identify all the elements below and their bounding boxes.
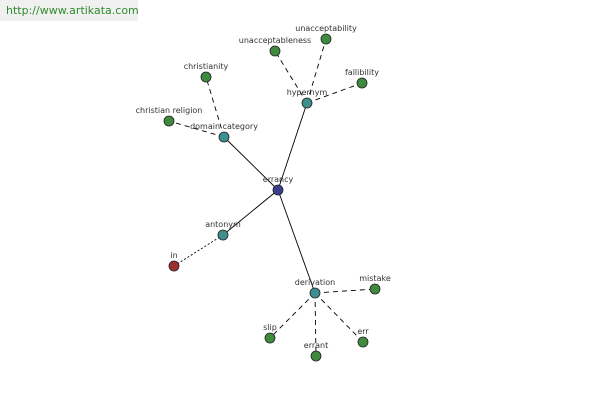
relation-antonym-node[interactable] — [217, 229, 229, 241]
edge-derivation-slip — [269, 292, 316, 339]
edge-center-domain — [223, 136, 279, 191]
word-fallibility-label: fallibility — [345, 68, 379, 77]
word-errant-node[interactable] — [310, 350, 322, 362]
relation-antonym-label: antonym — [205, 220, 241, 229]
word-unacceptableness-label: unacceptableness — [239, 36, 311, 45]
edge-center-antonym — [222, 189, 279, 236]
word-christian-religion-node[interactable] — [163, 115, 175, 127]
graph-edges — [168, 38, 376, 357]
relation-derivation-node[interactable] — [309, 287, 321, 299]
word-err-node[interactable] — [357, 336, 369, 348]
relation-domain-category-node[interactable] — [218, 131, 230, 143]
edge-antonym-in — [173, 234, 224, 267]
edge-center-derivation — [277, 189, 316, 294]
center-errancy-label: errancy — [263, 175, 294, 184]
edge-derivation-err — [314, 292, 364, 343]
relation-domain-category-label: domain category — [190, 122, 258, 131]
graph-nodes: unacceptableness unacceptability fallibili… — [136, 24, 391, 362]
watermark-url: http://www.artikata.com — [0, 0, 139, 21]
edge-domain-christian-religion — [168, 120, 225, 138]
edge-hypernym-unacceptability — [306, 38, 327, 104]
word-mistake-node[interactable] — [369, 283, 381, 295]
word-christianity-node[interactable] — [200, 71, 212, 83]
edge-center-hypernym — [277, 102, 308, 191]
word-in-label: in — [170, 251, 177, 260]
edge-derivation-errant — [314, 292, 317, 357]
word-unacceptability-label: unacceptability — [295, 24, 357, 33]
word-slip-label: slip — [263, 323, 277, 332]
relation-derivation-label: derivation — [295, 278, 335, 287]
word-unacceptability-node[interactable] — [320, 33, 332, 45]
edge-hypernym-unacceptableness — [274, 50, 308, 104]
word-errant-label: errant — [304, 341, 328, 350]
edge-hypernym-fallibility — [306, 82, 363, 104]
edge-domain-christianity — [205, 76, 225, 138]
word-unacceptableness-node[interactable] — [269, 45, 281, 57]
word-christian-religion-label: christian religion — [136, 106, 203, 115]
word-mistake-label: mistake — [359, 274, 391, 283]
edge-derivation-mistake — [314, 288, 376, 294]
word-err-label: err — [357, 327, 369, 336]
word-in-node[interactable] — [168, 260, 180, 272]
relation-hypernym-label: hypernym — [287, 88, 328, 97]
word-slip-node[interactable] — [264, 332, 276, 344]
relation-hypernym-node[interactable] — [301, 97, 313, 109]
center-errancy-node[interactable] — [272, 184, 284, 196]
word-christianity-label: christianity — [184, 62, 229, 71]
word-fallibility-node[interactable] — [356, 77, 368, 89]
